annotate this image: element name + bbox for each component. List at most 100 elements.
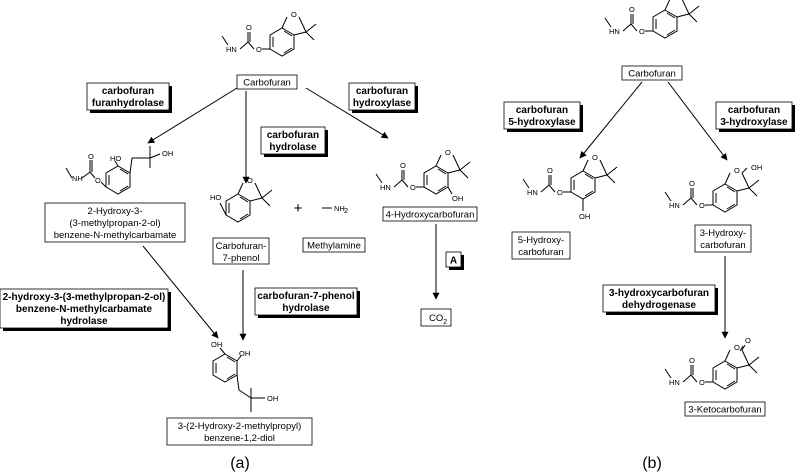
atom-o: O — [734, 343, 740, 352]
carbofuran-structure-b: O O HN O — [604, 0, 700, 39]
enzyme-hmpb-hydrolase-line1: 2-hydroxy-3-(3-methylpropan-2-ol) — [3, 292, 166, 303]
hmpb-box — [44, 202, 186, 243]
atom-o: O — [400, 161, 406, 170]
atom-hn: HN — [380, 183, 391, 192]
hydroxy5-label-line1: 5-Hydroxy- — [518, 235, 564, 246]
enzyme-dehyd-box — [602, 284, 716, 313]
enzyme-a-label: A — [450, 256, 457, 267]
atom-o: O — [689, 356, 695, 365]
enzyme-hmpb-hydrolase-line2: benzene-N-methylcarbamate — [16, 304, 153, 315]
diol-box — [166, 417, 313, 446]
co2-box — [420, 308, 452, 327]
hmpb-label-line2: (3-methylpropan-2-ol) — [69, 218, 160, 229]
atom-o: O — [95, 176, 101, 185]
atom-oh: OH — [162, 149, 173, 158]
hydroxy5-structure: OH O O HN O — [522, 153, 618, 221]
keto-label: 3-Ketocarbofuran — [688, 405, 761, 416]
methylamine-box — [302, 237, 366, 253]
atom-oh: OH — [452, 194, 463, 203]
arrow-hmpb-to-diol — [142, 245, 219, 339]
diol-label-line2: benzene-1,2-diol — [204, 433, 275, 444]
enzyme-c7p-hydrolase-box — [254, 287, 358, 316]
enzyme-a-box — [445, 251, 462, 268]
hydroxy4-label: 4-Hydroxycarbofuran — [386, 210, 475, 221]
hydroxy5-box — [511, 231, 571, 260]
carbofuran-box-a — [236, 74, 298, 90]
hydroxy5-label-line2: carbofuran — [518, 247, 563, 258]
atom-oh: OH — [211, 340, 222, 349]
enzyme-h5-box — [503, 101, 581, 130]
atom-o: O — [674, 0, 680, 1]
atom-hn: HN — [609, 27, 620, 36]
enzyme-h5-line2: 5-hydroxylase — [508, 117, 576, 128]
enzyme-hydrolase-box — [260, 126, 326, 155]
enzyme-furanhydrolase-line1: carbofuran — [102, 86, 154, 97]
atom-nh2: NH — [334, 204, 345, 213]
atom-nh: NH — [72, 174, 83, 183]
carbofuran-structure-a: O O HN O — [221, 10, 317, 57]
keto-structure: O O O HN O — [664, 336, 760, 390]
atom-hn: HN — [669, 378, 680, 387]
carbofuran-label-a: Carbofuran — [243, 78, 291, 89]
arrow-to-4oh — [305, 87, 389, 139]
enzyme-hydroxylase-line1: carbofuran — [356, 86, 408, 97]
keto-box — [684, 401, 766, 417]
enzyme-h3-line1: carbofuran — [728, 105, 780, 116]
atom-hn: HN — [226, 45, 237, 54]
atom-oh: OH — [751, 163, 762, 172]
panel-a-label: (a) — [230, 455, 250, 472]
enzyme-h5-line1: carbofuran — [516, 105, 568, 116]
arrow-to-5oh — [579, 81, 643, 159]
atom-o: O — [639, 27, 645, 36]
atom-o: O — [699, 201, 705, 210]
methylamine-structure: NH 2 — [322, 204, 348, 215]
co2-label: CO2 — [429, 313, 447, 326]
atom-ho: HO — [210, 193, 221, 202]
atom-o: O — [291, 10, 297, 19]
plus-sign: + — [294, 200, 303, 217]
atom-o: O — [256, 45, 262, 54]
diol-structure: OH OH OH — [211, 340, 278, 412]
enzyme-furanhydrolase-line2: furanhydrolase — [92, 98, 165, 109]
atom-o: O — [246, 23, 252, 32]
atom-hn: HN — [669, 201, 680, 210]
atom-oh: OH — [239, 349, 250, 358]
carbofuran-label-b: Carbofuran — [628, 69, 676, 80]
atom-o: O — [734, 166, 740, 175]
atom-ho: HO — [110, 154, 121, 163]
arrow-to-hmpb — [147, 87, 238, 144]
c7p-box — [212, 237, 270, 265]
hydroxy3-box — [694, 224, 752, 253]
atom-oh: OH — [579, 212, 590, 221]
enzyme-hydrolase-line2: hydrolase — [269, 142, 317, 153]
atom-o: O — [689, 179, 695, 188]
hydroxy3-label-line2: carbofuran — [700, 240, 745, 251]
enzyme-hydrolase-line1: carbofuran — [267, 130, 319, 141]
enzyme-dehyd-line1: 3-hydroxycarbofuran — [609, 288, 709, 299]
atom-oh: OH — [267, 394, 278, 403]
hydroxy3-label-line1: 3-Hydroxy- — [700, 228, 746, 239]
enzyme-c7p-hydrolase-line1: carbofuran-7-phenol — [257, 291, 354, 302]
enzyme-hmpb-hydrolase-box — [0, 288, 169, 329]
atom-o: O — [445, 148, 451, 157]
hmpb-label-line3: benzene-N-methylcarbamate — [54, 230, 177, 241]
hydroxy4-structure: OH O O HN O — [375, 148, 471, 203]
enzyme-furanhydrolase-box — [86, 82, 170, 111]
enzyme-h3-line2: 3-hydroxylase — [720, 117, 788, 128]
atom-o: O — [547, 166, 553, 175]
atom-o: O — [629, 5, 635, 14]
panel-b-label: (b) — [642, 455, 662, 472]
enzyme-hmpb-hydrolase-line3: hydrolase — [60, 316, 108, 327]
atom-o: O — [592, 153, 598, 162]
atom-nh2-sub: 2 — [344, 206, 348, 215]
atom-o: O — [745, 336, 751, 345]
enzyme-hydroxylase-box — [348, 82, 416, 111]
c7p-label-line2: 7-phenol — [223, 253, 260, 264]
enzyme-hydroxylase-line2: hydroxylase — [353, 98, 412, 109]
c7p-label-line1: Carbofuran- — [216, 241, 267, 252]
atom-hn: HN — [527, 188, 538, 197]
hydroxy4-box — [382, 206, 478, 222]
enzyme-c7p-hydrolase-line2: hydrolase — [282, 303, 330, 314]
enzyme-dehyd-line2: dehydrogenase — [622, 300, 696, 311]
